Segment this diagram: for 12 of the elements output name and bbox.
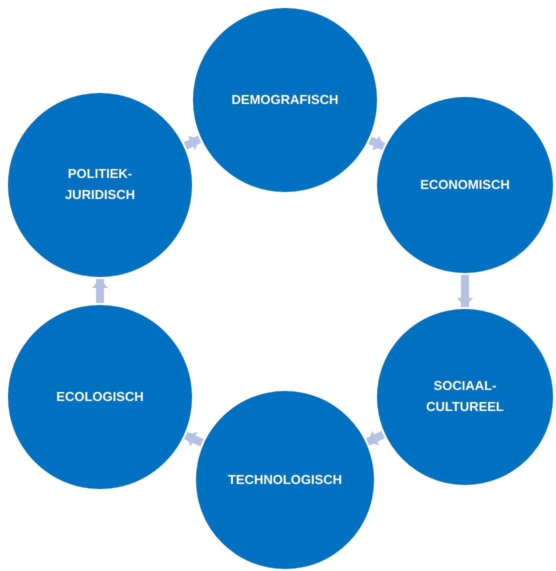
node-label: TECHNOLOGISCH [228, 470, 342, 489]
node-label: DEMOGRAFISCH [232, 90, 338, 109]
arrow [184, 432, 204, 446]
node-label: ECOLOGISCH [56, 388, 144, 406]
arrow [368, 136, 386, 150]
arrow [457, 275, 473, 307]
arrow [92, 279, 108, 303]
node-label: ECONOMISCH [420, 176, 510, 194]
node-label: SOCIAAL- CULTUREEL [425, 377, 505, 416]
arrow [366, 430, 385, 446]
node-label: POLITIEK- JURIDISCH [64, 165, 136, 204]
arrow [184, 136, 202, 150]
